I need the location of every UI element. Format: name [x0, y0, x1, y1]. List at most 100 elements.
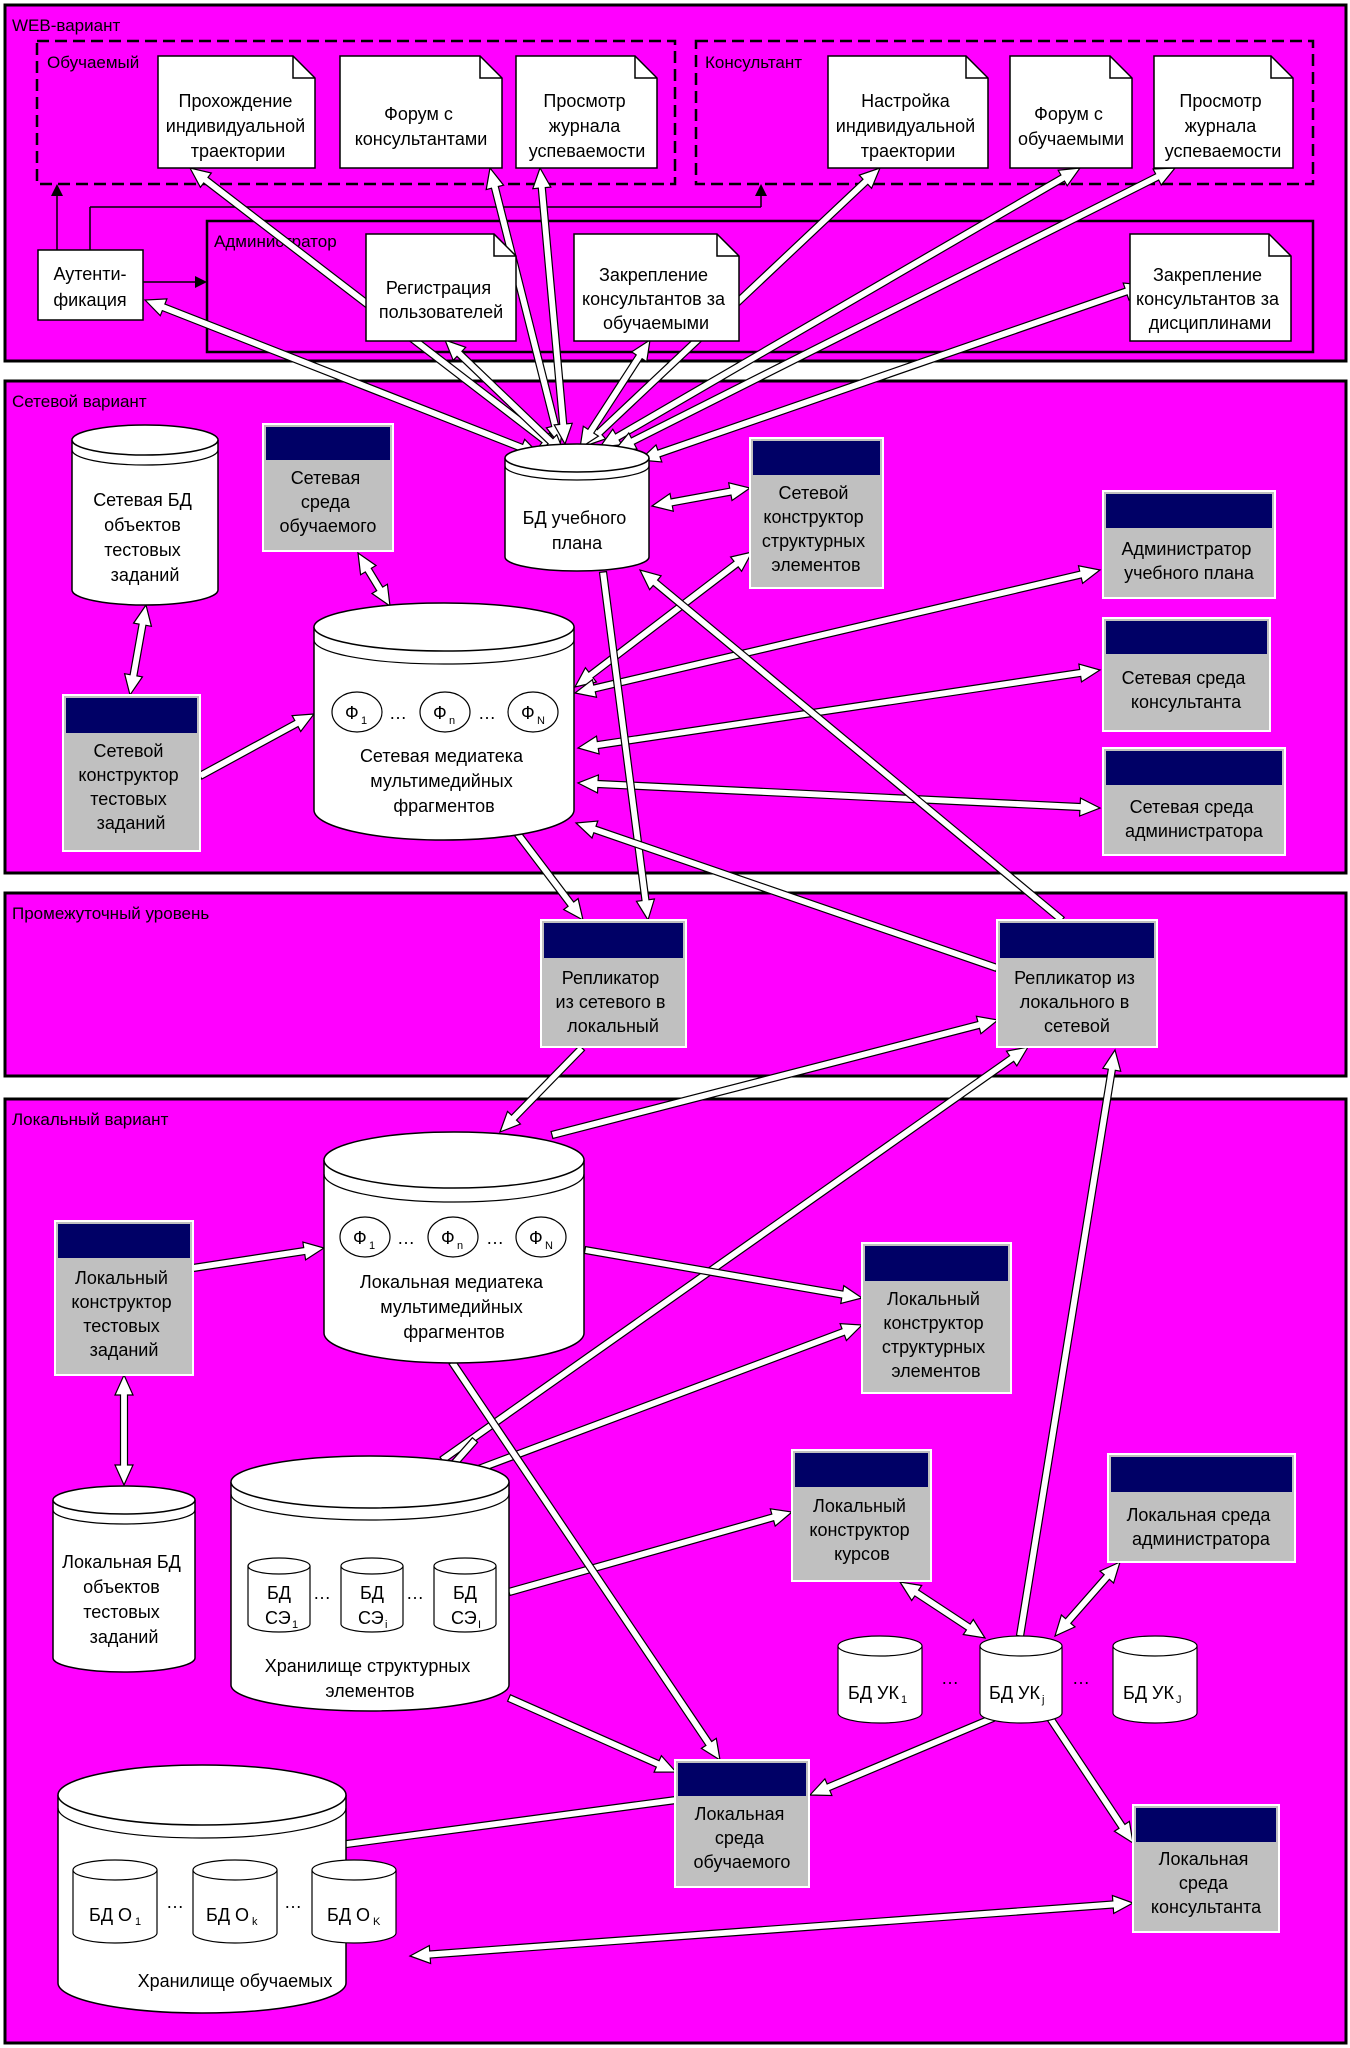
uk-db-1: БД УК 1 — [837, 1635, 923, 1724]
arr-se-rep — [439, 1046, 1030, 1464]
net-consultant-env: Сетевая среда консультанта — [1102, 617, 1271, 732]
uk-dbs-ellipsis-2: … — [1072, 1668, 1090, 1688]
doc-trajectory-setup: Настройка индивидуальной траектории — [827, 55, 989, 169]
replicator-to-net-3: сетевой — [1044, 1016, 1110, 1036]
arr-course-ukj — [898, 1581, 987, 1639]
net-consultant-env-2: консультанта — [1131, 692, 1242, 712]
svg-text:Репликатор из сетевого в: Репликатор из сетевого в локальный — [556, 968, 671, 1036]
local-fragment-2: Ф n — [427, 1216, 479, 1258]
svg-text:Локальная среда ко: Локальная среда консультанта — [1151, 1849, 1262, 1917]
intermediate-section-title: Промежуточный уровень — [12, 904, 209, 923]
net-admin-env-2: администратора — [1125, 821, 1264, 841]
doc-trajectory-setup-2: индивидуальной — [836, 116, 975, 136]
uk-db-J: БД УК J — [1112, 1635, 1198, 1724]
auth-arrowhead-admin — [195, 276, 207, 288]
replicator-to-local-2: из сетевого в — [556, 992, 666, 1012]
learner-db-k-sub: k — [252, 1916, 258, 1928]
doc-trajectory-setup-3: траектории — [861, 141, 956, 161]
se-db-1-main: СЭ — [265, 1608, 291, 1628]
consultant-group-title: Консультант — [705, 53, 802, 72]
arr-storage-lsb — [426, 1322, 864, 1493]
local-consultant-env: Локальная среда консультанта — [1132, 1804, 1280, 1933]
admin-group-title: Администратор — [214, 232, 337, 251]
replicator-to-net: Репликатор из локального в сетевой — [996, 919, 1158, 1048]
se-db-i: БД СЭ i — [340, 1557, 404, 1633]
learners-storage-label: Хранилище обучаемых — [138, 1971, 333, 1991]
svg-text:Локальный конструктор: Локальный конструктор курсов — [809, 1496, 914, 1564]
se-db-I-sub: I — [478, 1619, 481, 1631]
net-admin-env-1: Сетевая среда — [1130, 797, 1255, 817]
net-db-tests: Сетевая БД объектов тестовых заданий — [71, 424, 219, 606]
net-struct-builder-3: структурных — [762, 531, 865, 551]
local-struct-builder-1: Локальный — [887, 1289, 980, 1309]
auth-arrowhead-learner — [51, 184, 63, 196]
learner-db-K-main: БД О — [327, 1905, 370, 1925]
arr-admin-ukj — [1054, 1560, 1121, 1638]
svg-text:Сетевая среда администра: Сетевая среда администратора — [1125, 797, 1264, 841]
net-db-tests-3: тестовых — [104, 540, 181, 560]
doc-trajectory-setup-1: Настройка — [861, 91, 951, 111]
doc-forum-learners-2: обучаемыми — [1018, 129, 1124, 149]
local-learner-env-1: Локальная — [695, 1804, 785, 1824]
net-learner-env: Сетевая среда обучаемого — [262, 423, 394, 552]
doc-forum-consultants: Форум с консультантами — [339, 55, 503, 169]
arr-rep-media — [574, 820, 999, 973]
svg-text:Локальная среда админист: Локальная среда администратора — [1127, 1505, 1276, 1549]
net-media-2: мультимедийных — [370, 771, 512, 791]
arr-rep-curr — [638, 569, 1066, 924]
local-struct-builder-4: элементов — [891, 1361, 980, 1381]
net-media-1: Сетевая медиатека — [360, 746, 524, 766]
doc-assign-consultants-learners-2: консультантов за — [582, 289, 726, 309]
arr-admin-media — [573, 565, 1102, 698]
net-db-tests-2: объектов — [104, 515, 181, 535]
net-fragment-3-main: Ф — [521, 703, 535, 723]
local-admin-env: Локальная среда администратора — [1107, 1453, 1296, 1563]
svg-text:Регистрация пользователе: Регистрация пользователей — [379, 278, 503, 322]
net-struct-builder-4: элементов — [771, 555, 860, 575]
doc-assign-consultants-learners-3: обучаемыми — [603, 313, 709, 333]
svg-text:Сетевой конструктор: Сетевой конструктор структурных элементо… — [762, 483, 870, 575]
net-consultant-env-1: Сетевая среда — [1122, 668, 1247, 688]
local-admin-env-1: Локальная среда — [1127, 1505, 1272, 1525]
replicator-to-local-1: Репликатор — [562, 968, 659, 988]
svg-text:Локальная среда об: Локальная среда обучаемого — [694, 1804, 791, 1872]
net-struct-builder-2: конструктор — [763, 507, 863, 527]
learner-db-k: БД О k — [192, 1859, 278, 1944]
arr-rep-localmedia — [498, 1044, 586, 1134]
local-fragment-3-sub: N — [545, 1240, 553, 1252]
arr-ltb-media — [191, 1241, 326, 1273]
course-builder-2: конструктор — [809, 1520, 909, 1540]
svg-text:Форум с обучаемыми: Форум с обучаемыми — [1018, 104, 1124, 149]
net-test-builder-2: конструктор — [78, 765, 178, 785]
course-builder-3: курсов — [834, 1544, 890, 1564]
learner-db-k-main: БД О — [206, 1905, 249, 1925]
arr-curr-rep — [598, 570, 656, 922]
local-fragment-1-main: Ф — [353, 1228, 367, 1248]
net-learner-env-3: обучаемого — [280, 516, 377, 536]
doc-user-registration: Регистрация пользователей — [365, 233, 517, 342]
replicator-to-local: Репликатор из сетевого в локальный — [540, 919, 687, 1048]
svg-text:Просмотр журнала у: Просмотр журнала успеваемости — [1165, 91, 1282, 161]
learner-db-1-sub: 1 — [135, 1916, 141, 1928]
local-media-3: фрагментов — [403, 1322, 504, 1342]
local-test-builder-1: Локальный — [75, 1268, 168, 1288]
se-db-I-line1: БД — [453, 1583, 477, 1603]
svg-text:Сетевой конструктор: Сетевой конструктор тестовых заданий — [78, 741, 183, 833]
doc-journal-learner-2: журнала — [549, 116, 622, 136]
svg-text:Локальный конструктор: Локальный конструктор тестовых заданий — [71, 1268, 176, 1360]
doc-trajectory-pass-1: Прохождение — [179, 91, 293, 111]
se-db-1-sub: 1 — [292, 1619, 298, 1631]
svg-text:Хранилище структурных эл: Хранилище структурных элементов — [265, 1656, 475, 1701]
local-fragment-3-main: Ф — [529, 1228, 543, 1248]
se-db-i-line1: БД — [360, 1583, 384, 1603]
doc-journal-consultant: Просмотр журнала успеваемости — [1153, 55, 1294, 169]
curriculum-db: БД учебного плана — [504, 443, 650, 572]
doc-forum-consultants-1: Форум с — [384, 104, 453, 124]
learner-group-title: Обучаемый — [47, 53, 139, 72]
net-fragment-1: Ф 1 — [331, 691, 383, 733]
svg-text:Сетевая БД объектов: Сетевая БД объектов тестовых заданий — [93, 490, 197, 585]
learner-db-1: БД О 1 — [72, 1859, 158, 1944]
net-fragment-1-main: Ф — [345, 703, 359, 723]
struct-storage-1: Хранилище структурных — [265, 1656, 470, 1676]
local-fragment-2-sub: n — [457, 1240, 463, 1252]
